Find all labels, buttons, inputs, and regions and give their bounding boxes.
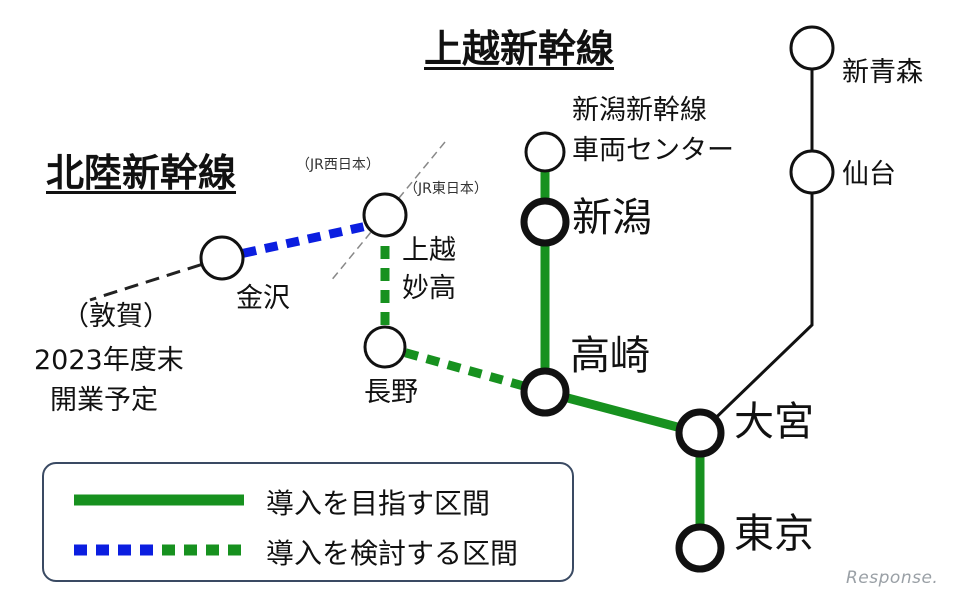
legend-dashed-swatch [74, 544, 244, 556]
label-kanazawa: 金沢 [236, 283, 290, 314]
station-kanazawa [199, 235, 245, 281]
label-niigata: 新潟 [572, 195, 652, 241]
label-tsuruga: （敦賀） [62, 301, 170, 332]
label-sendai: 仙台 [842, 159, 896, 190]
company-boundary [329, 141, 446, 283]
label-joetsu-myoko-1: 上越 [402, 235, 456, 266]
label-takasaki: 高崎 [570, 333, 650, 379]
legend-row-dashed: 導入を検討する区間 [44, 528, 572, 572]
line-omiya-takasaki [543, 387, 702, 438]
watermark-logo: Response. [846, 568, 939, 588]
tohoku-line [698, 48, 814, 435]
label-opening-2: 開業予定 [50, 385, 158, 416]
legend-dashed-label: 導入を検討する区間 [266, 537, 519, 570]
label-omiya: 大宮 [734, 399, 814, 445]
label-jr-west: （JR西日本） [296, 157, 380, 173]
legend: 導入を目指す区間 導入を検討する区間 [42, 462, 574, 582]
line-kanazawa-tsuruga [89, 256, 223, 302]
station-sendai [789, 149, 835, 195]
station-takasaki [520, 367, 570, 417]
label-opening-1: 2023年度末 [34, 345, 184, 376]
line-takasaki-nagano [383, 342, 547, 397]
legend-row-solid: 導入を目指す区間 [44, 478, 572, 522]
station-nagano [363, 325, 407, 369]
station-joetsu-myoko [362, 192, 408, 238]
station-niigata [520, 197, 570, 247]
legend-solid-label: 導入を目指す区間 [266, 487, 491, 520]
station-shin-aomori [789, 25, 835, 71]
label-tokyo: 東京 [734, 511, 814, 557]
label-nagano: 長野 [364, 377, 418, 408]
line-joetsu-kanazawa [221, 217, 386, 263]
station-niigata-center [524, 131, 566, 173]
title-hokuriku-shinkansen: 北陸新幹線 [46, 151, 237, 195]
label-joetsu-myoko-2: 妙高 [402, 273, 456, 304]
label-niigata-center-2: 車両センター [572, 135, 734, 166]
station-omiya [675, 408, 725, 458]
station-tokyo [675, 523, 725, 573]
title-joetsu-shinkansen: 上越新幹線 [424, 27, 615, 71]
label-jr-east: （JR東日本） [404, 181, 488, 197]
label-niigata-center-1: 新潟新幹線 [572, 95, 707, 126]
label-shin-aomori: 新青森 [842, 57, 923, 88]
legend-solid-swatch [74, 494, 244, 506]
